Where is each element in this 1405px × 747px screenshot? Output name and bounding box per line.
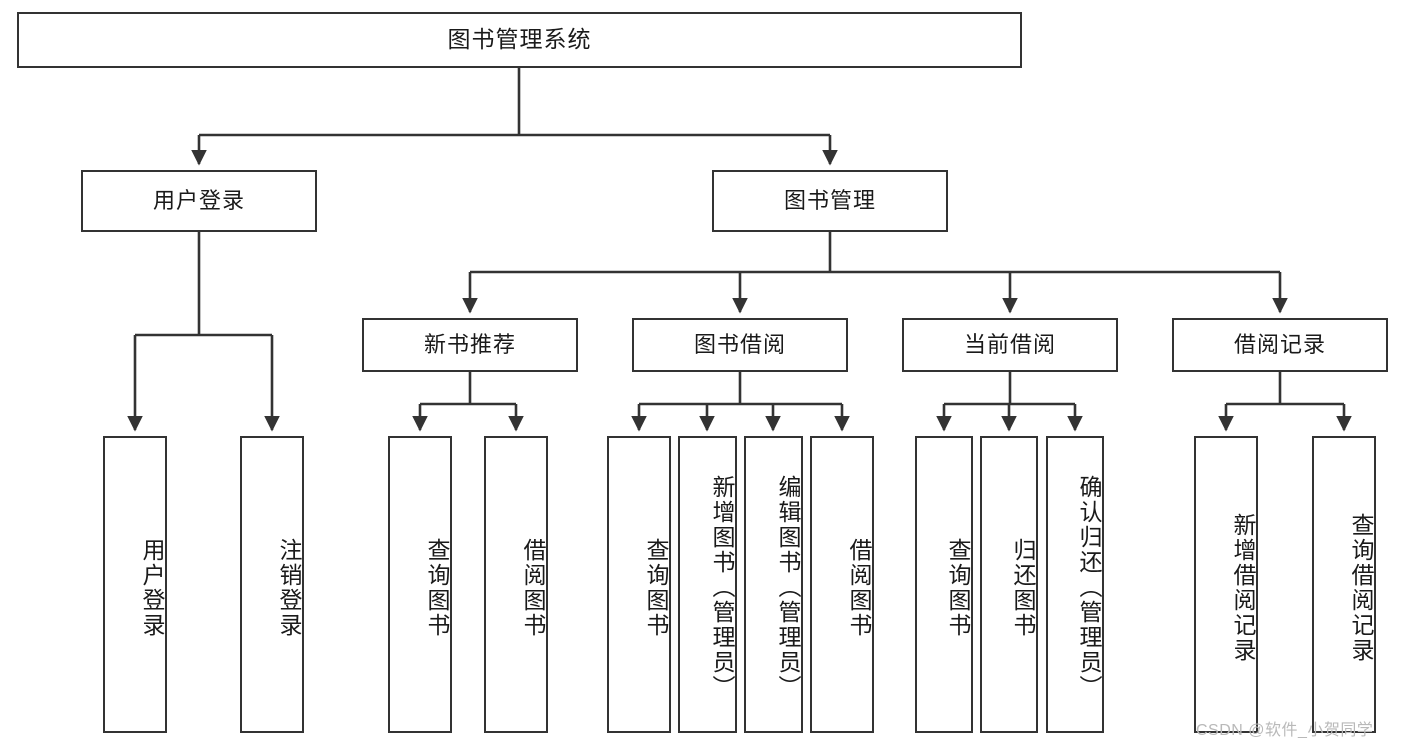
- node-user-login[interactable]: 用户登录: [81, 170, 317, 232]
- leaf-borrow-book[interactable]: 借阅图书: [810, 436, 874, 733]
- leaf-query-book-borrow-label: 查询图书: [643, 537, 669, 638]
- leaf-edit-book[interactable]: 编辑图书（管理员）: [744, 436, 803, 733]
- node-book-borrow[interactable]: 图书借阅: [632, 318, 848, 372]
- node-user-login-label: 用户登录: [152, 187, 245, 213]
- leaf-return-book-label: 归还图书: [1010, 537, 1036, 638]
- leaf-query-book-current[interactable]: 查询图书: [915, 436, 973, 733]
- leaf-query-book-recommend-label: 查询图书: [424, 537, 450, 638]
- node-root-label: 图书管理系统: [447, 26, 592, 53]
- leaf-user-login[interactable]: 用户登录: [103, 436, 167, 733]
- leaf-query-book-recommend[interactable]: 查询图书: [388, 436, 452, 733]
- node-new-book-recommend[interactable]: 新书推荐: [362, 318, 578, 372]
- leaf-add-book-label: 新增图书（管理员）: [709, 475, 735, 700]
- leaf-add-borrow-record-label: 新增借阅记录: [1230, 512, 1256, 663]
- leaf-logout[interactable]: 注销登录: [240, 436, 304, 733]
- csdn-watermark: CSDN @软件_小贺同学: [1196, 722, 1374, 739]
- leaf-borrow-book-recommend[interactable]: 借阅图书: [484, 436, 548, 733]
- leaf-query-book-current-label: 查询图书: [945, 537, 971, 638]
- leaf-borrow-book-label: 借阅图书: [846, 537, 872, 638]
- node-book-management[interactable]: 图书管理: [712, 170, 948, 232]
- leaf-edit-book-label: 编辑图书（管理员）: [775, 475, 801, 700]
- leaf-user-login-label: 用户登录: [139, 537, 165, 638]
- leaf-query-book-borrow[interactable]: 查询图书: [607, 436, 671, 733]
- node-book-borrow-label: 图书借阅: [693, 331, 786, 357]
- leaf-logout-label: 注销登录: [276, 537, 302, 638]
- leaf-confirm-return[interactable]: 确认归还（管理员）: [1046, 436, 1104, 733]
- node-borrow-record[interactable]: 借阅记录: [1172, 318, 1388, 372]
- node-current-borrow-label: 当前借阅: [963, 331, 1056, 357]
- leaf-query-borrow-record-label: 查询借阅记录: [1348, 512, 1374, 663]
- leaf-borrow-book-recommend-label: 借阅图书: [520, 537, 546, 638]
- node-book-management-label: 图书管理: [783, 187, 876, 213]
- node-root[interactable]: 图书管理系统: [17, 12, 1022, 68]
- node-borrow-record-label: 借阅记录: [1233, 331, 1326, 357]
- leaf-query-borrow-record[interactable]: 查询借阅记录: [1312, 436, 1376, 733]
- node-current-borrow[interactable]: 当前借阅: [902, 318, 1118, 372]
- leaf-return-book[interactable]: 归还图书: [980, 436, 1038, 733]
- leaf-confirm-return-label: 确认归还（管理员）: [1076, 475, 1102, 700]
- leaf-add-borrow-record[interactable]: 新增借阅记录: [1194, 436, 1258, 733]
- node-new-book-recommend-label: 新书推荐: [423, 331, 516, 357]
- leaf-add-book[interactable]: 新增图书（管理员）: [678, 436, 737, 733]
